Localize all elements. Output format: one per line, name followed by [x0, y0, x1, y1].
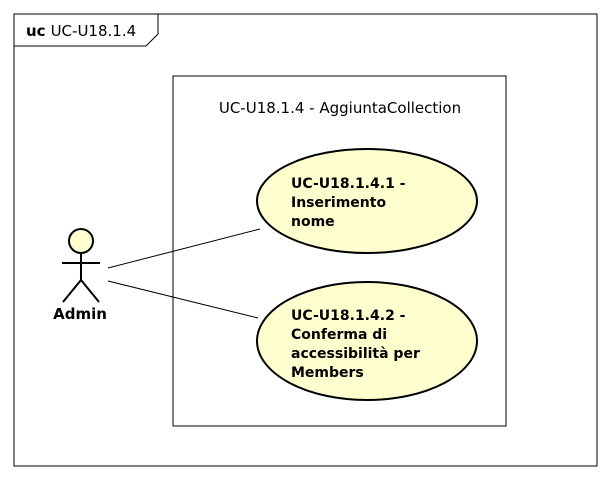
use-case-1-line-1: UC-U18.1.4.1 -: [291, 176, 406, 192]
use-case-1[interactable]: UC-U18.1.4.1 - Inserimento nome: [256, 148, 478, 254]
frame-title-tab: [14, 14, 159, 47]
use-case-2-line-1: UC-U18.1.4.2 -: [291, 308, 406, 324]
frame-keyword: uc: [26, 22, 46, 40]
use-case-1-line-2: Inserimento: [291, 195, 386, 211]
use-case-2-line-2: Conferma di: [291, 327, 387, 343]
diagram-frame: [13, 13, 598, 467]
use-case-2-line-4: Members: [291, 365, 364, 381]
use-case-1-ellipse: [256, 148, 478, 254]
association-line-2: [107, 280, 259, 319]
association-line-1: [107, 228, 261, 269]
use-case-2-line-3: accessibilità per: [291, 346, 420, 362]
use-case-1-line-3: nome: [291, 214, 335, 230]
actor-head: [68, 228, 94, 254]
frame-title: uc UC-U18.1.4: [26, 22, 136, 40]
use-case-1-label: UC-U18.1.4.1 - Inserimento nome: [291, 176, 410, 230]
frame-name: UC-U18.1.4: [51, 22, 137, 40]
use-case-2-label: UC-U18.1.4.2 - Conferma di accessibilità…: [291, 308, 425, 381]
system-title: UC-U18.1.4 - AggiuntaCollection: [219, 99, 461, 117]
actor-label: Admin: [53, 305, 107, 323]
actor-right-leg: [80, 279, 100, 303]
use-case-2[interactable]: UC-U18.1.4.2 - Conferma di accessibilità…: [256, 281, 478, 401]
actor-admin[interactable]: Admin: [53, 228, 107, 323]
use-case-2-ellipse: [256, 281, 478, 401]
actor-left-leg: [62, 279, 82, 303]
